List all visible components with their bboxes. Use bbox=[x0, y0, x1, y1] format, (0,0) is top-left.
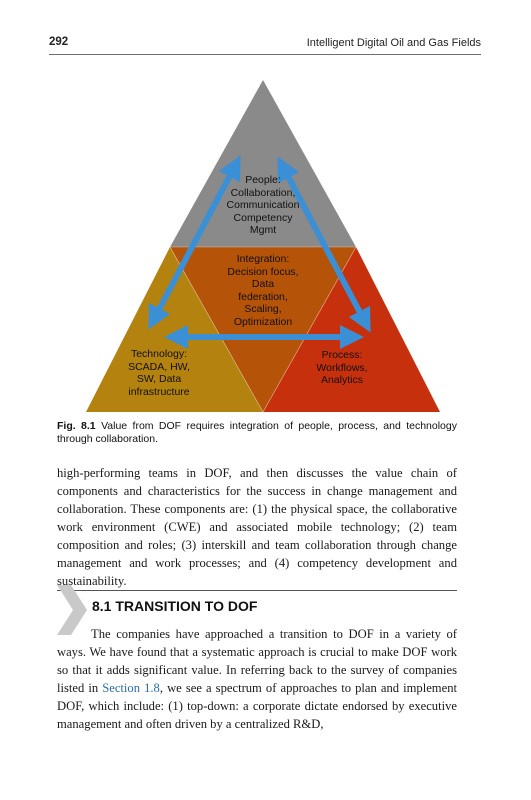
people-technology-arrow bbox=[148, 155, 241, 330]
figure-caption-text: Value from DOF requires integration of p… bbox=[57, 420, 457, 445]
paragraph-1: high-performing teams in DOF, and then d… bbox=[57, 464, 457, 590]
paragraph-2-text: The companies have approached a transiti… bbox=[57, 625, 457, 733]
section-link[interactable]: Section 1.8 bbox=[102, 681, 160, 695]
integration-label: Integration: Decision focus, Data federa… bbox=[227, 253, 299, 328]
figure-caption: Fig. 8.1 Value from DOF requires integra… bbox=[57, 420, 457, 446]
paragraph-1-text: high-performing teams in DOF, and then d… bbox=[57, 466, 457, 588]
people-process-arrow bbox=[277, 156, 371, 333]
paragraph-2-part-2: , we see a spectrum of approaches to pla… bbox=[57, 681, 457, 731]
people-label: People: Collaboration, Communication Com… bbox=[226, 174, 300, 236]
figure-label: Fig. 8.1 bbox=[57, 420, 96, 432]
triangle-diagram bbox=[86, 80, 440, 413]
technology-label: Technology: SCADA, HW, SW, Data infrastr… bbox=[128, 348, 190, 398]
section-heading: 8.1 TRANSITION TO DOF bbox=[92, 598, 258, 614]
page-header: 292 Intelligent Digital Oil and Gas Fiel… bbox=[49, 34, 481, 55]
paragraph-2-part-1: The companies have approached a transiti… bbox=[57, 627, 457, 695]
paragraph-2: The companies have approached a transiti… bbox=[57, 625, 457, 733]
section-chevron-icon bbox=[57, 585, 87, 635]
dof-triangle-figure: People: Collaboration, Communication Com… bbox=[82, 75, 444, 420]
section-rule bbox=[57, 590, 457, 591]
running-head: Intelligent Digital Oil and Gas Fields bbox=[306, 37, 481, 49]
page-number: 292 bbox=[49, 36, 69, 48]
process-label: Process: Workflows, Analytics bbox=[316, 349, 368, 386]
